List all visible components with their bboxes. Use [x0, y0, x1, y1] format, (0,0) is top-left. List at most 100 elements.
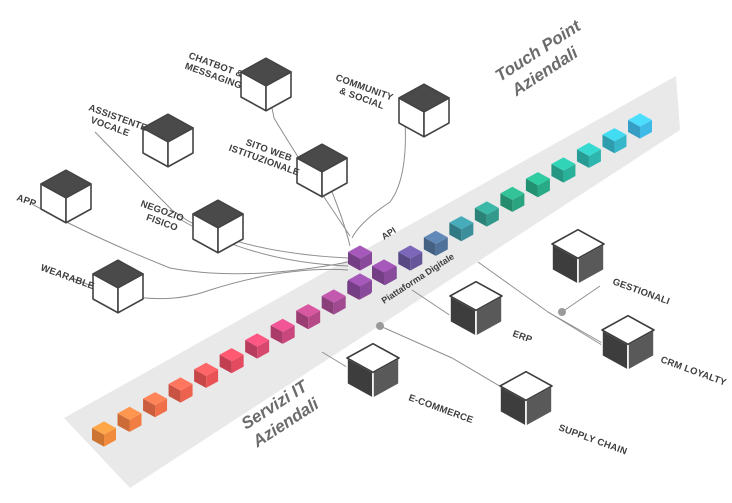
platform-cube-left: [168, 384, 181, 403]
platform-cube-left: [117, 413, 130, 432]
line-community: [351, 119, 406, 239]
service-box-top: [449, 280, 503, 312]
platform-cube-left: [245, 340, 258, 359]
platform-cube-right: [410, 252, 423, 271]
platform-cube-right: [257, 340, 270, 359]
platform-cube-top: [398, 245, 423, 259]
service-box: [601, 314, 655, 372]
api-cube: [372, 259, 396, 285]
platform-cube-top: [602, 128, 627, 142]
platform-cube-top: [576, 142, 601, 156]
platform-cube: [551, 157, 576, 183]
platform-cube-left: [474, 208, 487, 227]
touchpoint-box: [142, 113, 194, 168]
platform-cube-right: [180, 384, 193, 403]
platform-cube-left: [423, 237, 436, 256]
platform-cube-right: [282, 325, 295, 344]
service-label-gestionali: GESTIONALI: [611, 276, 671, 307]
platform-cube-right: [435, 237, 448, 256]
platform-cube-left: [194, 369, 207, 388]
platform-cube-right: [206, 369, 219, 388]
platform-cube-top: [628, 113, 652, 127]
platform-cube-right: [129, 413, 142, 432]
platform-cube-top: [296, 304, 321, 318]
api-cube-right: [360, 280, 372, 299]
platform-cube: [117, 406, 142, 432]
touchpoint-label-app: APP: [15, 192, 38, 209]
platform-cube-left: [296, 310, 309, 330]
platform-cube: [398, 245, 423, 271]
platform-cube-top: [117, 406, 142, 420]
service-label-erp: ERP: [511, 328, 534, 345]
touchpoint-box: [398, 83, 450, 138]
touchpoint-box: [240, 57, 292, 112]
api-cube-top: [372, 259, 396, 273]
line-erp: [411, 289, 455, 319]
touchpoint-box-top: [142, 113, 194, 143]
service-label-ecommerce: E-COMMERCE: [407, 392, 475, 426]
platform-cube: [143, 392, 168, 418]
platform-cube: [423, 230, 448, 256]
touchpoint-box-top: [40, 169, 92, 199]
platform-cube-top: [168, 377, 193, 391]
platform-cube-top: [92, 421, 116, 435]
platform-cube: [576, 142, 601, 168]
touchpoint-label-sito: SITO WEBISTITUZIONALE: [227, 132, 304, 178]
platform-cube-left: [628, 120, 640, 139]
platform-cube-left: [321, 296, 334, 315]
touchpoint-label-chatbot: CHATBOT &MESSAGING: [183, 50, 247, 91]
platform-cube: [194, 362, 219, 388]
platform-cube-top: [270, 318, 295, 332]
touchpoint-box-top: [192, 199, 244, 229]
platform-cube-left: [602, 134, 615, 154]
platform-cube: [602, 128, 627, 154]
platform-cube-left: [219, 354, 232, 374]
touchpoint-label-wearable: WEARABLE: [39, 262, 96, 292]
touchpoint-box-top: [92, 259, 144, 289]
platform-cube-top: [474, 201, 499, 215]
platform-cube-right: [614, 134, 627, 154]
platform-cube-right: [563, 164, 576, 183]
line-gestionali-box: [561, 285, 601, 313]
platform-cube-left: [92, 428, 104, 447]
platform-cube: [219, 348, 244, 374]
service-box-top: [499, 370, 553, 402]
api-cube-top: [348, 273, 372, 287]
service-box: [449, 280, 503, 338]
platform-cube: [628, 113, 652, 139]
platform-cube-left: [525, 178, 538, 198]
api-cube-left: [348, 252, 360, 271]
section-title-touchpoint: Touch PointAziendali: [492, 16, 597, 103]
touchpoint-box: [296, 143, 348, 198]
touchpoint-box: [92, 259, 144, 314]
api-cube-left: [372, 266, 384, 285]
touchpoint-box-top: [398, 83, 450, 113]
platform-cube-top: [194, 362, 219, 376]
platform-cube-left: [500, 193, 513, 212]
platform-cube-right: [104, 428, 116, 447]
platform-cube-top: [245, 333, 270, 347]
api-cube: [348, 273, 372, 299]
touchpoint-box: [40, 169, 92, 224]
platform-cube-top: [500, 186, 525, 200]
platform-cube-left: [270, 325, 283, 344]
platform-cube-right: [588, 149, 601, 168]
platform-cube-right: [155, 398, 168, 418]
platform-cube-top: [551, 157, 576, 171]
platform-cube: [168, 377, 193, 403]
platform-cube: [474, 201, 499, 227]
api-cube-left: [348, 280, 360, 299]
touchpoint-label-assistente: ASSISTENTEVOCALE: [83, 102, 148, 144]
line-assistente: [94, 131, 349, 259]
api-cube-top: [348, 245, 372, 259]
node-dot-gestionali: [558, 308, 566, 316]
platform-cube: [296, 304, 321, 330]
platform-cube-left: [398, 252, 411, 271]
platform-cube-top: [423, 230, 448, 244]
platform-cube-right: [333, 296, 346, 315]
touchpoint-label-negozio: NEGOZIOFISICO: [135, 198, 185, 234]
platform-cube: [270, 318, 295, 344]
platform-cube-right: [486, 208, 499, 227]
